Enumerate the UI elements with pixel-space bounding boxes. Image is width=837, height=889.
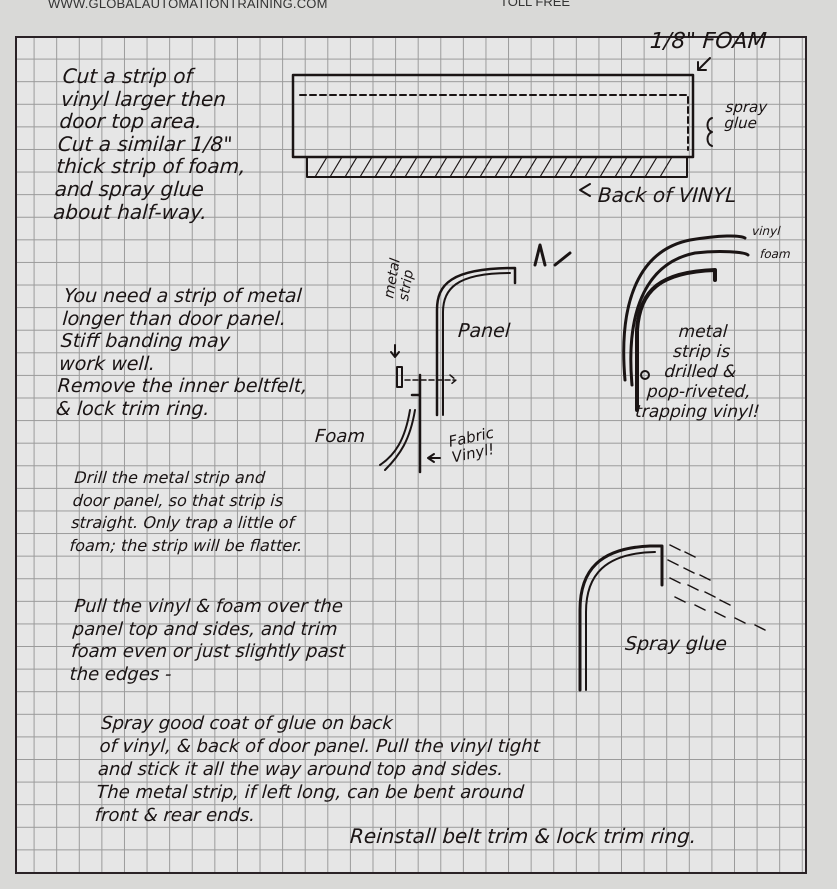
foam-label: 1/8" FOAM [649, 29, 768, 54]
riveted-caption: metal strip is drilled & pop-riveted, tr… [634, 322, 761, 422]
panel-label: Panel [457, 320, 511, 342]
note-step-3: Drill the metal strip and door panel, so… [69, 468, 304, 555]
back-of-vinyl-label: Back of VINYL [597, 183, 738, 207]
foam-side-label: Foam [314, 426, 366, 447]
spray-glue-caption: Spray glue [624, 633, 728, 655]
phone-header: TOLL FREE [500, 0, 571, 9]
foam-layer-label: foam [759, 247, 792, 261]
note-step-5: Spray good coat of glue on back of vinyl… [94, 713, 541, 826]
note-step-6: Reinstall belt trim & lock trim ring. [349, 824, 698, 848]
spray-glue-diagram [578, 544, 766, 692]
note-step-4: Pull the vinyl & foam over the panel top… [68, 596, 346, 685]
vinyl-layer-label: vinyl [751, 224, 781, 238]
riveted-strip-diagram [622, 234, 750, 412]
website-header: WWW.GLOBALAUTOMATIONTRAINING.COM [48, 0, 328, 11]
metal-strip-panel-diagram [379, 243, 572, 474]
graph-paper [15, 36, 807, 874]
note-step-1: Cut a strip of vinyl larger then door to… [52, 64, 247, 224]
note-step-2: You need a strip of metal longer than do… [55, 285, 309, 420]
spray-glue-label: spray glue [723, 98, 768, 132]
foam-vinyl-diagram [291, 57, 713, 197]
